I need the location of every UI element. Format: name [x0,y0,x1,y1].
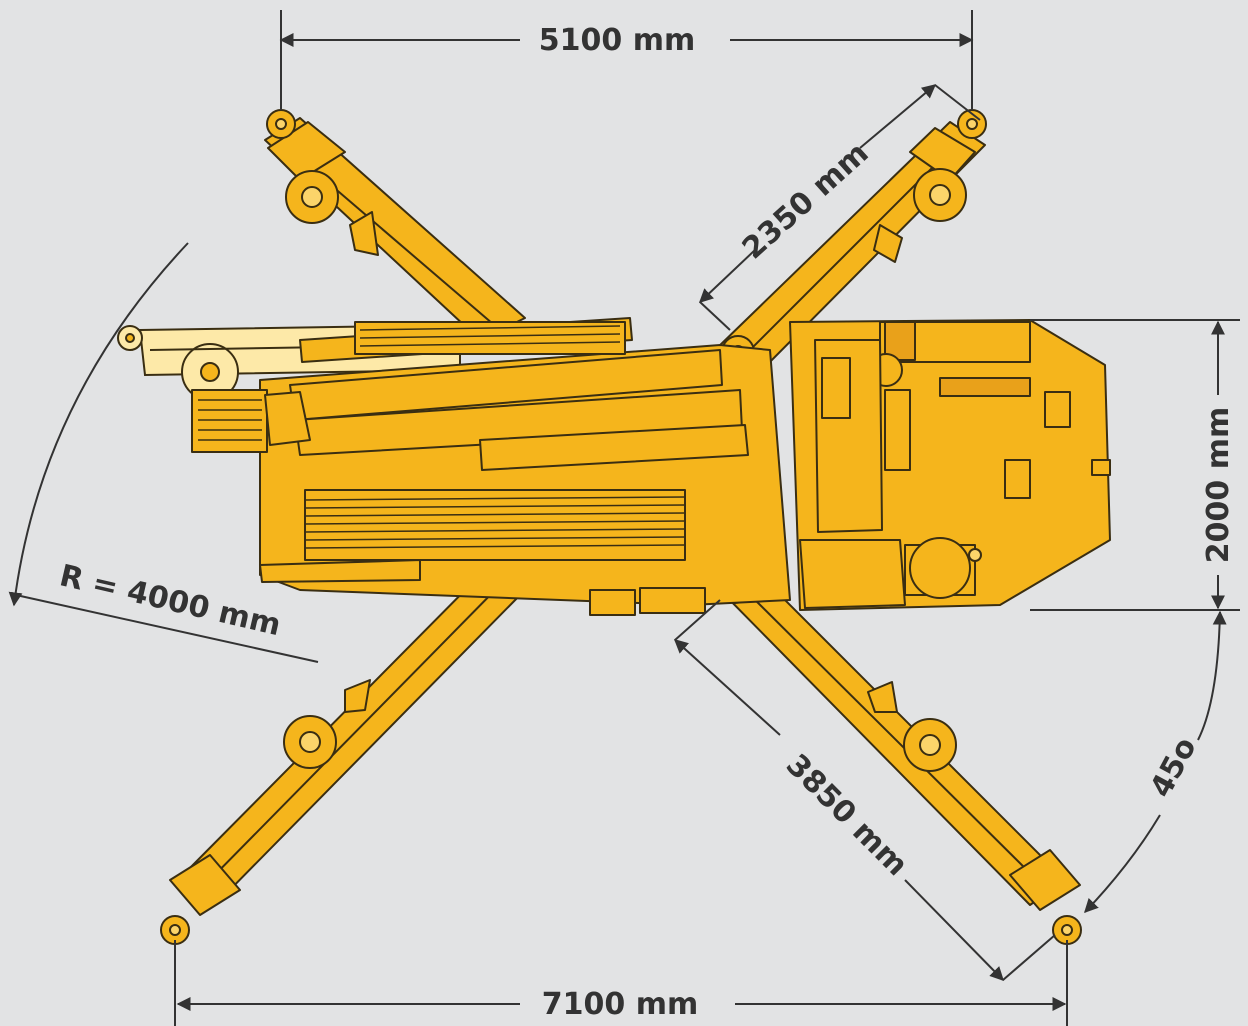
rear-left-outrigger [160,564,526,945]
crane-body [191,317,1111,616]
chassis-width-label: 2000 mm [1201,407,1236,563]
front-span-label: 5100 mm [539,23,695,58]
front-left-outrigger [264,109,526,341]
dimension-lines [8,10,1240,1026]
rear-span-label: 7100 mm [542,987,698,1022]
